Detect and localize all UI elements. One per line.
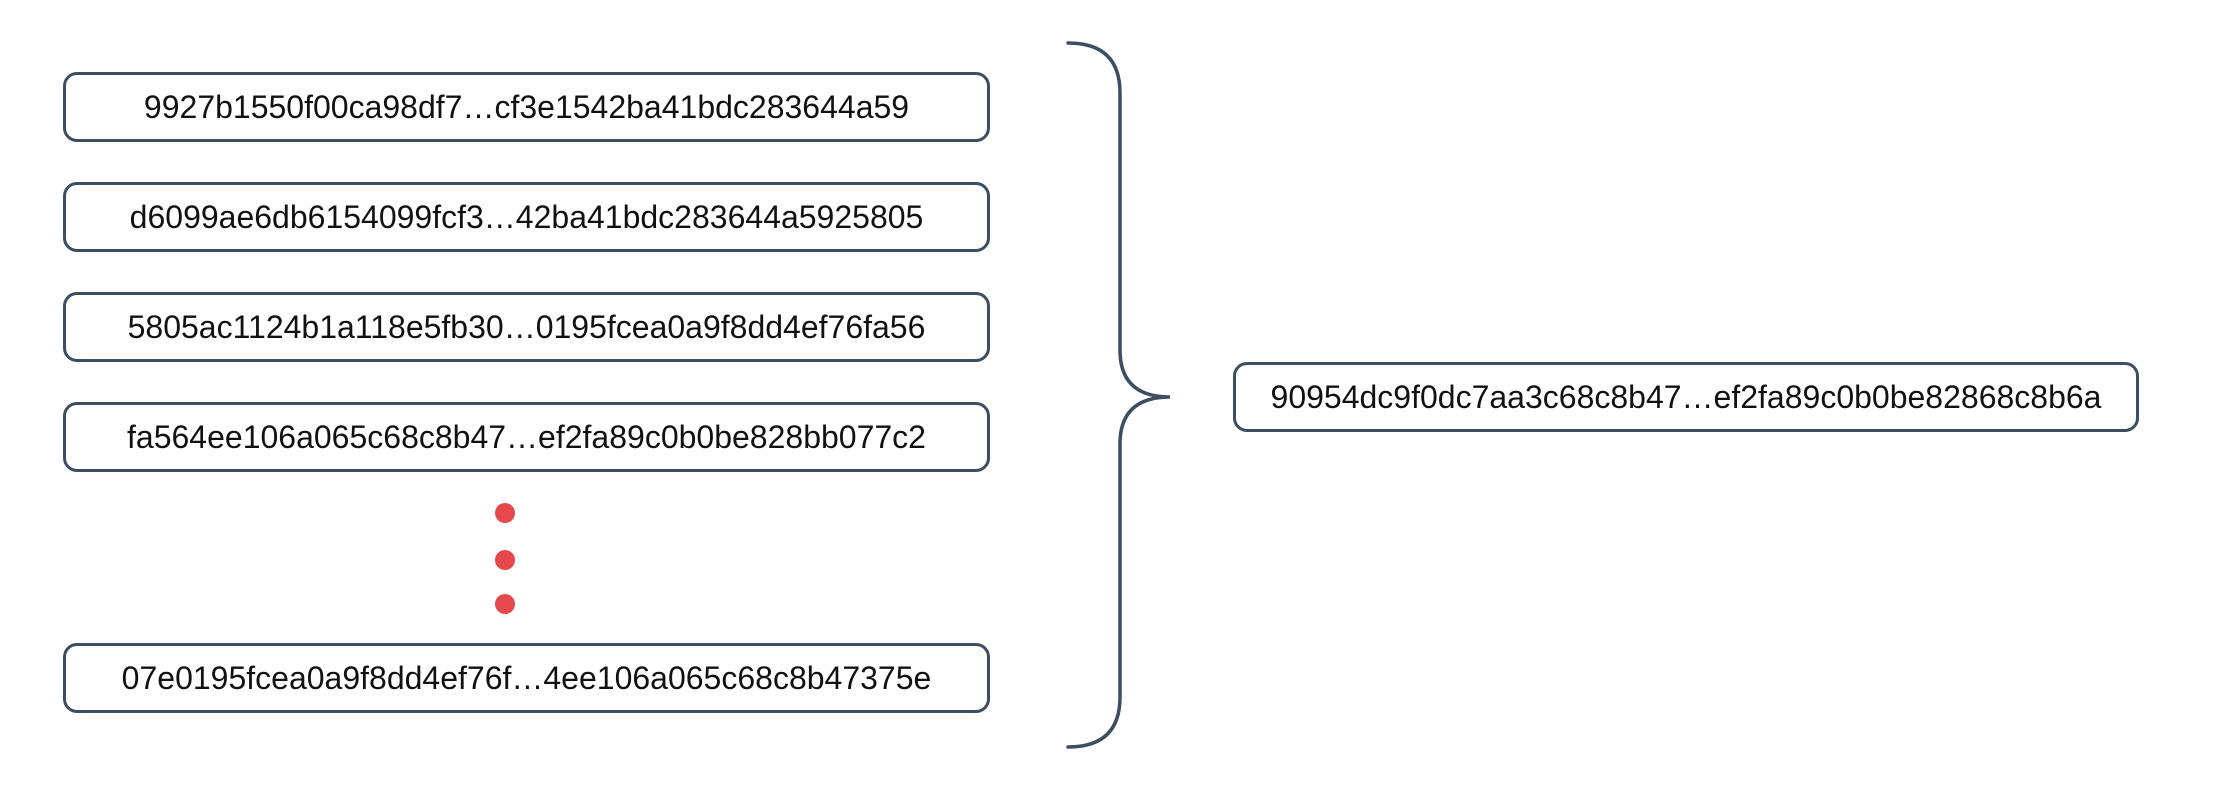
combined-hash-box: 90954dc9f0dc7aa3c68c8b47…ef2fa89c0b0be82…: [1233, 362, 2139, 432]
ellipsis-dot-1: [495, 503, 515, 523]
input-hash-text-3: 5805ac1124b1a118e5fb30…0195fcea0a9f8dd4e…: [127, 308, 926, 345]
curly-brace-icon: [1066, 41, 1171, 749]
input-hash-box-2: d6099ae6db6154099fcf3…42ba41bdc283644a59…: [63, 182, 990, 252]
ellipsis-dot-3: [495, 594, 515, 614]
input-hash-text-2: d6099ae6db6154099fcf3…42ba41bdc283644a59…: [129, 198, 924, 235]
input-hash-box-3: 5805ac1124b1a118e5fb30…0195fcea0a9f8dd4e…: [63, 292, 990, 362]
input-hash-text-1: 9927b1550f00ca98df7…cf3e1542ba41bdc28364…: [143, 88, 910, 125]
input-hash-box-1: 9927b1550f00ca98df7…cf3e1542ba41bdc28364…: [63, 72, 990, 142]
input-hash-text-4: fa564ee106a065c68c8b47…ef2fa89c0b0be828b…: [127, 418, 926, 455]
input-hash-text-5: 07e0195fcea0a9f8dd4ef76f…4ee106a065c68c8…: [121, 659, 932, 696]
input-hash-box-5: 07e0195fcea0a9f8dd4ef76f…4ee106a065c68c8…: [63, 643, 990, 713]
combined-hash-text: 90954dc9f0dc7aa3c68c8b47…ef2fa89c0b0be82…: [1270, 378, 2102, 415]
ellipsis-dot-2: [495, 550, 515, 570]
input-hash-box-4: fa564ee106a065c68c8b47…ef2fa89c0b0be828b…: [63, 402, 990, 472]
